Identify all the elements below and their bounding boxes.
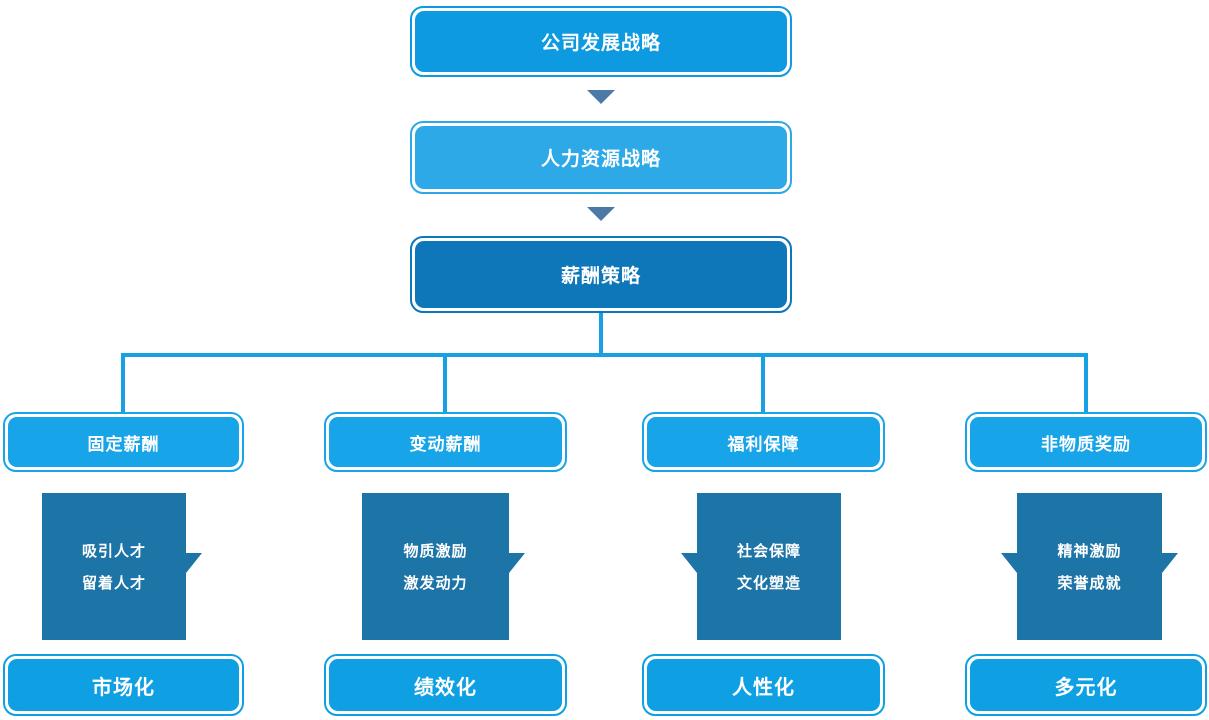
detail-line: 留着人才 [81,575,146,592]
down-arrow-icon [587,90,615,104]
connector-drop-line [443,355,447,412]
detail-square-nonmaterial: 精神激励 荣誉成就 [1001,493,1178,640]
node-fixed-pay: 固定薪酬 [3,412,244,472]
node-result-label: 多元化 [970,659,1202,711]
node-company-strategy: 公司发展战略 [410,6,792,77]
detail-line: 精神激励 [1057,543,1122,560]
node-result-label: 人性化 [647,659,880,711]
detail-square-fixed-pay: 吸引人才 留着人才 [42,493,202,640]
node-result-performance: 绩效化 [324,654,567,716]
node-hr-strategy-label: 人力资源战略 [415,126,787,189]
detail-line: 荣誉成就 [1057,575,1122,592]
node-result-label: 绩效化 [329,659,562,711]
node-pay-strategy: 薪酬策略 [410,236,792,313]
down-arrow-icon [587,207,615,221]
right-flag-icon [186,553,202,573]
node-variable-pay: 变动薪酬 [324,412,567,472]
node-welfare: 福利保障 [642,412,885,472]
node-result-diversification: 多元化 [965,654,1207,716]
connector-drop-line [1084,355,1088,412]
connector-drop-line [121,355,125,412]
node-fixed-pay-label: 固定薪酬 [8,417,239,467]
detail-line: 物质激励 [403,543,468,560]
detail-square-variable-pay: 物质激励 激发动力 [362,493,525,640]
left-flag-icon [1001,553,1017,573]
node-pay-strategy-label: 薪酬策略 [415,241,787,308]
detail-square-welfare: 社会保障 文化塑造 [681,493,841,640]
node-result-humanization: 人性化 [642,654,885,716]
node-result-label: 市场化 [8,659,239,711]
node-variable-pay-label: 变动薪酬 [329,417,562,467]
node-result-marketization: 市场化 [3,654,244,716]
node-welfare-label: 福利保障 [647,417,880,467]
node-nonmaterial-reward: 非物质奖励 [965,412,1207,472]
node-nonmaterial-reward-label: 非物质奖励 [970,417,1202,467]
node-company-strategy-label: 公司发展战略 [415,11,787,72]
connector-horizontal-line [121,353,1088,357]
detail-line: 社会保障 [736,543,801,560]
node-hr-strategy: 人力资源战略 [410,121,792,194]
right-flag-icon [1162,553,1178,573]
connector-trunk-line [599,313,603,357]
left-flag-icon [681,553,697,573]
connector-drop-line [761,355,765,412]
right-flag-icon [509,553,525,573]
detail-line: 文化塑造 [736,575,801,592]
detail-line: 吸引人才 [81,543,146,560]
detail-line: 激发动力 [403,575,468,592]
